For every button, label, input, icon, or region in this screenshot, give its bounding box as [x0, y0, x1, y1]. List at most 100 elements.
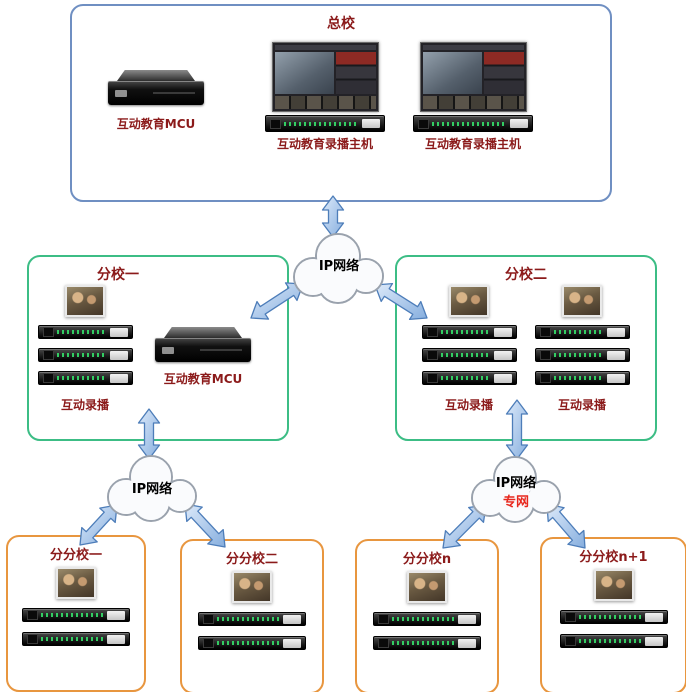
hq-host2-label: 互动教育录播主机	[424, 137, 521, 151]
recorder-column: 互动录播	[532, 285, 632, 413]
sub-branch-box-1: 分分校一	[6, 535, 146, 692]
rack-led-indicators	[578, 639, 642, 643]
rack-vent	[378, 638, 389, 648]
rack-vent	[378, 614, 389, 624]
rack-vent	[27, 634, 38, 644]
recorder-rack-device	[559, 610, 668, 624]
rack-brand-panel	[493, 350, 512, 360]
rack-led-indicators	[284, 121, 359, 126]
cloud-shape	[471, 456, 561, 523]
rack-vent	[426, 350, 438, 360]
branch1-mcu-label: 互动教育MCU	[163, 372, 243, 386]
recorder-rack-device	[559, 634, 668, 648]
branch1-mcu-device-group: 互动教育MCU	[143, 327, 263, 387]
rack-led-indicators	[553, 353, 604, 357]
rack-led-indicators	[392, 617, 455, 621]
rack-vent	[539, 373, 551, 383]
rack-vent	[426, 327, 438, 337]
recording-software-screenshot	[271, 42, 379, 112]
recorder-rack-device	[22, 632, 130, 646]
classroom-video-thumbnail	[407, 571, 447, 603]
cloud-label: IP网络	[131, 482, 173, 497]
rack-led-indicators	[217, 641, 280, 645]
subnet-label: 专网	[502, 495, 529, 510]
rack-led-indicators	[56, 376, 107, 380]
rack-led-indicators	[553, 330, 604, 334]
classroom-video-thumbnail	[562, 285, 602, 317]
hq-mcu-device-group: 互动教育MCU	[90, 70, 222, 132]
rack-brand-panel	[606, 327, 625, 337]
recorder-rack-device	[37, 325, 133, 339]
branch1-title: 分校一	[97, 267, 139, 283]
rack-brand-panel	[493, 327, 512, 337]
recorder-rack-device	[373, 636, 481, 650]
screenshot-thumbnail-strip	[422, 96, 524, 109]
rack-brand-panel	[510, 119, 528, 128]
rack-vent	[418, 118, 429, 129]
recorder-rack-device	[198, 612, 306, 626]
rack-brand-panel	[644, 636, 663, 646]
rack-brand-panel	[107, 610, 125, 620]
recorder-column	[8, 567, 144, 656]
recorder-column	[542, 569, 685, 658]
rack-led-indicators	[392, 641, 455, 645]
branch2-title: 分校二	[505, 267, 547, 283]
recorder-rack-device	[37, 371, 133, 385]
recorder-rack-device	[22, 608, 130, 622]
rack-led-indicators	[432, 121, 507, 126]
rack-brand-panel	[109, 327, 128, 337]
rack-vent	[564, 636, 576, 646]
recorder-column	[182, 571, 322, 660]
rack-led-indicators	[41, 613, 104, 617]
branch2-box: 分校二 互动录播 互动录播	[395, 255, 657, 441]
rack-vent	[27, 610, 38, 620]
mcu-server-graphic	[108, 70, 204, 105]
sub-branch-n-title: 分分校n	[402, 552, 452, 567]
mcu-front-face	[155, 338, 251, 362]
recorder-rack-device	[534, 348, 630, 362]
hq-mcu-label: 互动教育MCU	[116, 117, 196, 131]
rack-led-indicators	[56, 353, 107, 357]
rack-led-indicators	[217, 617, 280, 621]
rack-vent	[42, 327, 54, 337]
hq-recorder-host-2: 互动教育录播主机	[394, 42, 552, 152]
sub-branch-n1-title: 分分校n+1	[579, 550, 648, 565]
rack-led-indicators	[56, 330, 107, 334]
rack-vent	[270, 118, 281, 129]
rack-brand-panel	[493, 373, 512, 383]
classroom-video-thumbnail	[232, 571, 272, 603]
rack-led-indicators	[440, 353, 491, 357]
recorder-rack-device	[37, 348, 133, 362]
sub-branch-box-n: 分分校n	[355, 539, 499, 692]
recorder-column: 互动录播	[419, 285, 519, 413]
mcu-top-face	[164, 327, 242, 338]
rack-brand-panel	[283, 614, 301, 624]
rack-vent	[203, 614, 214, 624]
classroom-video-thumbnail	[56, 567, 96, 599]
screenshot-thumbnail-strip	[274, 96, 376, 109]
branch1-recorder-label: 互动录播	[60, 398, 109, 412]
ip-network-cloud-top: IP网络	[284, 227, 394, 313]
recorder-rack-device	[534, 325, 630, 339]
screenshot-video-area	[422, 52, 482, 94]
branch2-recorder-left-label: 互动录播	[444, 398, 493, 412]
sub-branch-box-n1: 分分校n+1	[540, 537, 686, 692]
rack-vent	[42, 350, 54, 360]
headquarters-box: 总校 互动教育MCU 互动教育录播主机	[70, 4, 612, 202]
rack-vent	[539, 327, 551, 337]
headquarters-title: 总校	[327, 16, 355, 32]
screenshot-main-area	[422, 52, 524, 94]
mcu-top-face	[117, 70, 195, 81]
screenshot-side-panel	[335, 52, 376, 94]
rack-led-indicators	[440, 330, 491, 334]
recorder-rack-device	[421, 371, 517, 385]
screenshot-side-panel	[483, 52, 524, 94]
rack-vent	[426, 373, 438, 383]
hq-host1-label: 互动教育录播主机	[276, 137, 373, 151]
rack-vent	[564, 612, 576, 622]
sub-branch2-title: 分分校二	[225, 552, 278, 567]
rack-vent	[539, 350, 551, 360]
sub-branch-box-2: 分分校二	[180, 539, 324, 692]
sub-branch1-title: 分分校一	[49, 548, 102, 563]
